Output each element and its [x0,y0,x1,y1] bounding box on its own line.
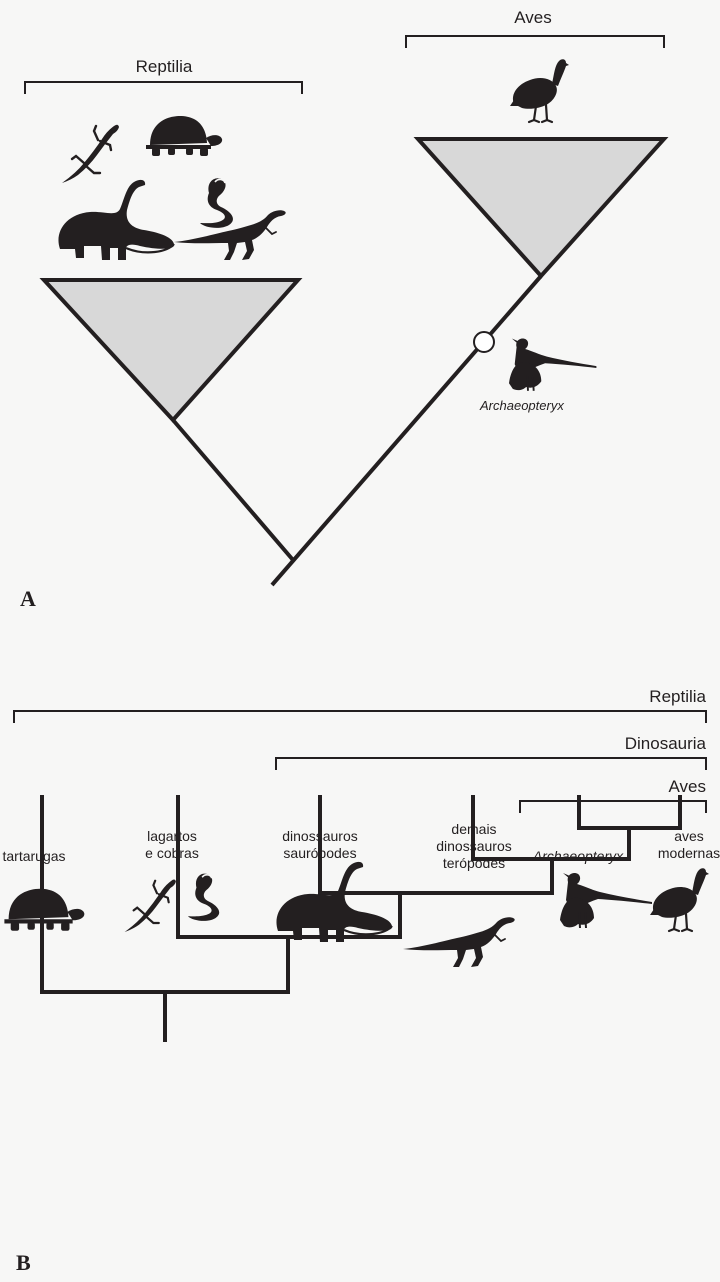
panel-a-letter: A [20,586,36,612]
panel-b-tortoise-icon [4,889,84,931]
panel-b-dinosauria-bracket [276,758,706,770]
panel-b-reptilia-bracket [14,711,706,723]
panel-a-aves-bracket [406,36,664,48]
panel-a-aves-label: Aves [514,9,552,28]
panel-a-reptilia-bracket [25,82,302,94]
panel-a-turkey-icon [510,59,569,122]
panel-a-archaeopteryx-icon [509,339,596,391]
panel-b-reptilia-label: Reptilia [649,688,706,707]
panel-a-archaeopteryx-label: Archaeopteryx [480,398,564,414]
taxon-label-modern-birds-line1: aves [674,828,704,844]
panel-b-letter: B [16,1250,31,1276]
taxon-label-lizards-line2: e cobras [145,845,199,861]
panel-b-sauropod-icon [276,862,392,942]
panel-b-archaeopteryx-icon [560,873,652,928]
taxon-label-modern-birds-line2: modernas [658,845,720,861]
panel-b-lizard-icon [125,880,176,932]
taxon-label-turtles-text: tartarugas [2,848,65,864]
taxon-label-theropods: demais dinossauros terópodes [436,821,512,871]
taxon-label-lizards: lagartos e cobras [145,828,199,862]
panel-a-sauropod-icon [58,180,174,260]
panel-b-dinosauria-label: Dinosauria [625,735,706,754]
panel-a-avian-branch [272,276,541,585]
panel-b-turkey-icon [650,868,709,931]
taxon-label-sauropods: dinossauros saurópodes [282,828,358,862]
panel-b-aves-label: Aves [669,778,707,797]
panel-a-snake-icon [200,178,233,228]
taxon-label-theropods-line2: dinossauros [436,838,512,854]
panel-b-snake-icon [188,874,219,921]
panel-a-reptilia-triangle [44,280,298,420]
taxon-label-sauropods-line1: dinossauros [282,828,358,844]
taxon-label-modern-birds: aves modernas [658,828,720,862]
taxon-label-archaeopteryx-text: Archaeopteryx [533,848,623,864]
taxon-label-lizards-line1: lagartos [147,828,197,844]
taxon-label-theropods-line3: terópodes [443,855,505,871]
panel-a-lizard-icon [62,125,119,183]
panel-a-reptilia-label: Reptilia [136,58,193,77]
taxon-label-archaeopteryx: Archaeopteryx [533,848,623,865]
taxon-label-turtles: tartarugas [2,848,65,865]
taxon-label-theropods-line1: demais [451,821,496,837]
panel-a-reptile-branch [173,420,293,560]
panel-b-theropod-icon [403,917,515,967]
panel-a-aves-triangle [418,139,664,276]
panel-a-archaeopteryx-node [474,332,494,352]
tree-clade-aves [579,795,680,828]
panel-a-tortoise-icon [146,116,222,156]
taxon-label-sauropods-line2: saurópodes [283,845,356,861]
